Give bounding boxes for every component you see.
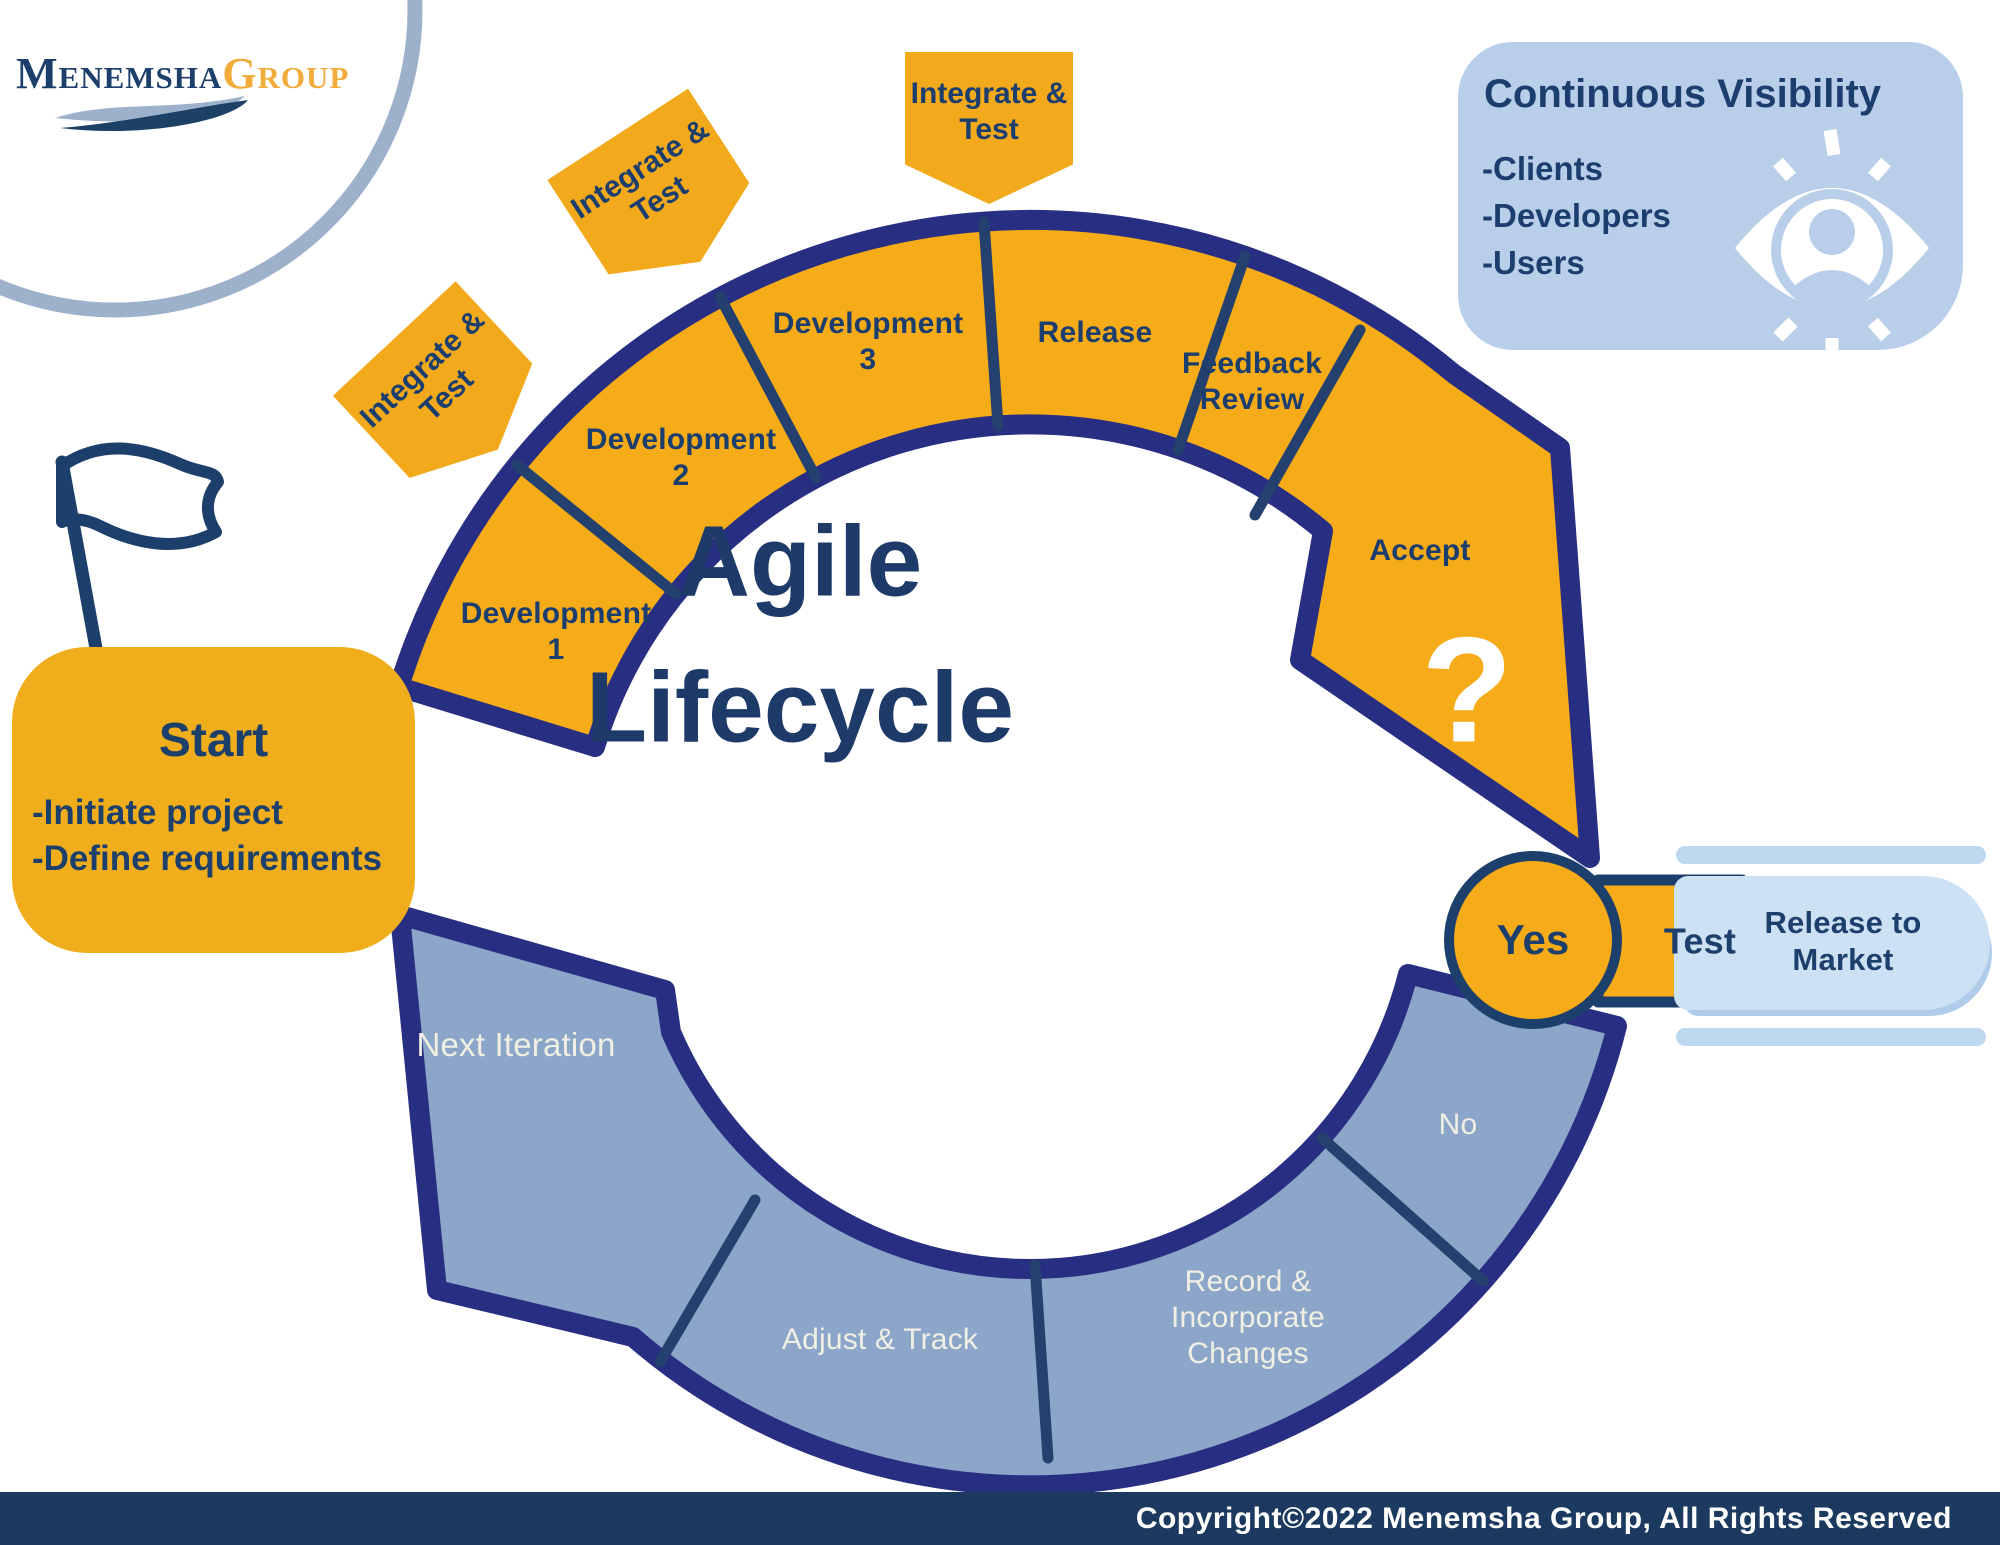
panel-item-clients: -Clients [1482,150,1604,187]
segment-label-development-2: Development 2 [585,423,777,492]
release-strip-top [1676,846,1986,864]
panel-item-users: -Users [1482,243,1585,281]
wave-swoosh-icon [55,96,248,132]
start-items: -Initiate project -Define requirements [12,790,415,882]
divider-adjust-next [654,1194,761,1368]
panel-item-developers: -Developers [1482,196,1671,234]
start-box: Start -Initiate project -Define requirem… [12,647,415,953]
wave-light [55,96,245,122]
logo: MenemshaGroup [0,0,348,170]
logo-ring [0,0,423,318]
segment-label-accept: Accept [1369,534,1471,567]
release-pill [1674,876,1990,1010]
copyright-text: Copyright©2022 Menemsha Group, All Right… [1135,1501,1952,1535]
continuous-visibility-panel: Continuous Visibility -Clients -Develope… [1458,42,1963,354]
yes-circle: Yes [1444,851,1622,1029]
start-item-define: -Define requirements [32,839,383,879]
yes-label: Yes [1496,916,1570,963]
eye-rays [1773,128,1891,354]
segment-label-next-iteration: Next Iteration [416,1026,616,1064]
page-title-line-2: Lifecycle [585,651,1015,764]
divider-dev2-dev3 [714,291,822,484]
person-silhouette [1786,209,1878,301]
divider-release-feedback [1172,250,1251,456]
top-cycle-arc [389,209,1600,868]
flag-pennant [56,442,224,550]
logo-wordmark: MenemshaGroup [16,48,349,99]
segment-label-adjust-track: Adjust & Track [781,1323,979,1356]
start-title: Start [158,714,269,767]
segment-label-release: Release [1037,316,1153,349]
eye-person-icon [1735,128,1929,354]
segment-label-feedback-review: Feedback Review [1182,347,1322,416]
logo-name-secondary: Group [222,49,350,98]
release-strip-bottom [1676,1028,1986,1046]
logo-name-primary: Menemsha [16,49,223,98]
segment-label-development-1: Development 1 [460,597,652,666]
divider-no-record [1316,1132,1489,1287]
segment-label-record-incorporate: Record & Incorporate Changes [1171,1265,1325,1370]
test-label: Test [1663,920,1737,962]
panel-items: -Clients -Developers -Users [1482,146,1671,287]
panel-title: Continuous Visibility [1484,72,1882,116]
divider-dev3-release [978,216,1004,432]
accept-question-mark: ? [1421,605,1513,774]
wave-dark [60,100,248,132]
divider-record-adjust [1029,1259,1054,1464]
release-to-market-label: Release to Market [1764,904,1922,977]
start-item-initiate: -Initiate project [32,793,283,832]
divider-dev1-dev2 [511,459,682,600]
footer-bar: Copyright©2022 Menemsha Group, All Right… [0,1492,2000,1545]
page-title-line-1: Agile [677,505,923,618]
segment-dividers [511,216,1489,1464]
divider-feedback-accept [1249,324,1366,521]
segment-label-development-3: Development 3 [772,307,964,376]
segment-label-no: No [1438,1108,1478,1141]
bottom-cycle-arc [390,905,1627,1496]
